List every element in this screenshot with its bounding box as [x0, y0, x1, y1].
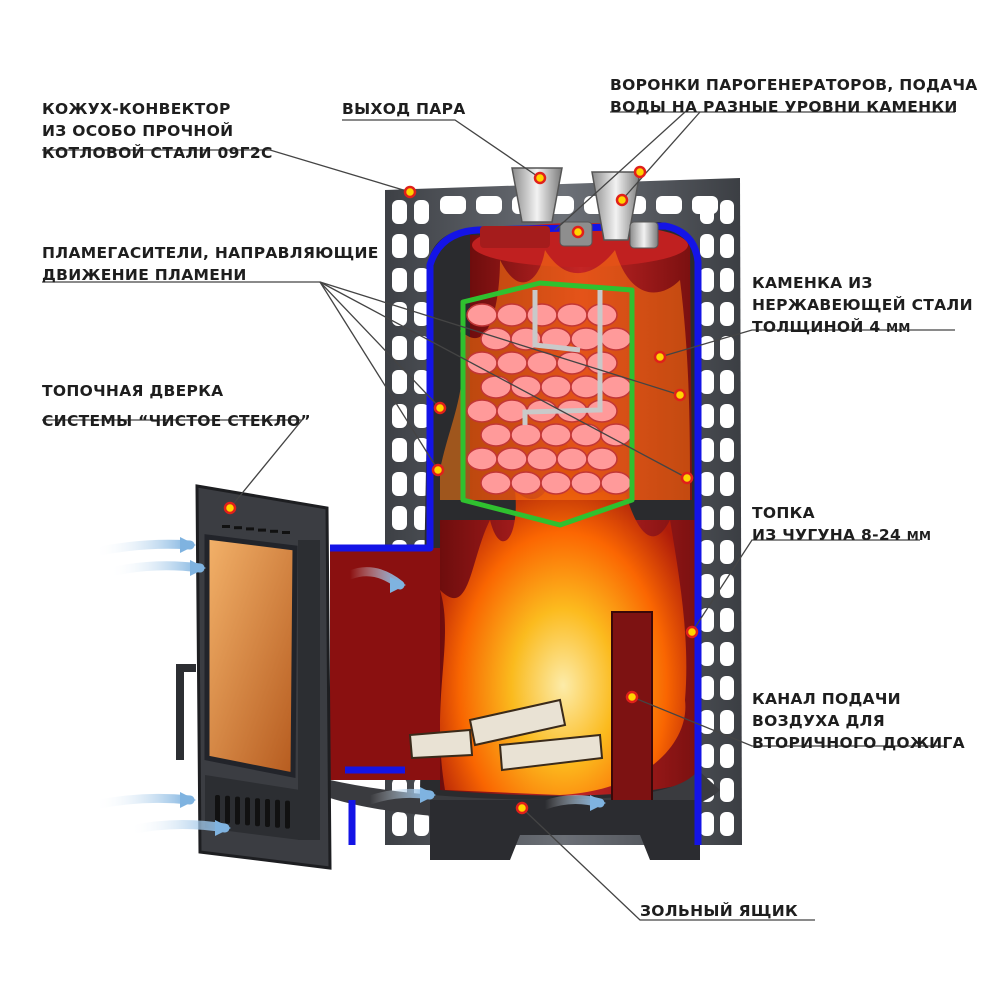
callout-marker: [515, 801, 529, 815]
leader-line: [319, 281, 681, 396]
air-arrow: [125, 819, 231, 836]
leader-line: [319, 281, 439, 471]
air-arrow: [540, 795, 606, 811]
leader-line: [659, 329, 955, 358]
secondary-air-channel: [611, 611, 653, 808]
leader-line: [521, 807, 815, 921]
air-arrow: [105, 560, 206, 577]
air-arrow: [365, 787, 436, 805]
callout-marker: [653, 350, 667, 364]
leader-line: [691, 539, 920, 633]
label-air-channel: КАНАЛ ПОДАЧИ ВОЗДУХА ДЛЯ ВТОРИЧНОГО ДОЖИ…: [752, 690, 965, 752]
callout-marker: [680, 471, 694, 485]
callout-marker: [615, 193, 629, 207]
label-convector-casing: КОЖУХ-КОНВЕКТОР ИЗ ОСОБО ПРОЧНОЙ КОТЛОВО…: [42, 100, 273, 162]
callout-marker: [433, 401, 447, 415]
leader-line: [631, 696, 945, 747]
air-arrow: [345, 567, 406, 593]
label-flame-dampers: ПЛАМЕГАСИТЕЛИ, НАПРАВЛЯЮЩИЕ ДВИЖЕНИЕ ПЛА…: [42, 244, 379, 284]
air-arrow: [90, 792, 196, 810]
leader-line: [342, 119, 541, 179]
firewood: [408, 698, 604, 772]
label-steam-funnels: ВОРОНКИ ПАРОГЕНЕРАТОРОВ, ПОДАЧА ВОДЫ НА …: [610, 76, 978, 116]
label-ash-box: ЗОЛЬНЫЙ ЯЩИК: [640, 902, 799, 920]
label-firebox: ТОПКА ИЗ ЧУГУНА 8-24 ММ: [752, 504, 932, 544]
heat-exchange-outline: [330, 222, 702, 845]
leader-line: [554, 111, 686, 231]
stove-body: [330, 222, 720, 860]
air-flow-arrows: [90, 537, 606, 836]
callout-marker: [403, 185, 417, 199]
leader-line: [42, 419, 304, 509]
label-stone-box: КАМЕНКА ИЗ НЕРЖАВЕЮЩЕЙ СТАЛИ ТОЛЩИНОЙ 4 …: [752, 274, 973, 336]
air-arrow: [90, 537, 196, 557]
firebox-door: [176, 484, 332, 870]
callout-marker: [673, 388, 687, 402]
callout-marker: [685, 625, 699, 639]
label-steam-outlet: ВЫХОД ПАРА: [342, 100, 466, 118]
callout-marker: [571, 225, 585, 239]
leader-line: [319, 281, 688, 479]
callout-marker: [633, 165, 647, 179]
callout-marker: [223, 501, 237, 515]
callout-marker: [431, 463, 445, 477]
ash-box: [430, 800, 700, 860]
label-firebox-door: ТОПОЧНАЯ ДВЕРКА СИСТЕМЫ “ЧИСТОЕ СТЕКЛО”: [42, 382, 311, 430]
callout-marker: [533, 171, 547, 185]
stone-basket-outline: [460, 280, 635, 528]
callout-marker: [625, 690, 639, 704]
steam-generator-funnels: [480, 167, 659, 249]
leader-line: [42, 149, 411, 193]
leader-line: [621, 111, 701, 201]
